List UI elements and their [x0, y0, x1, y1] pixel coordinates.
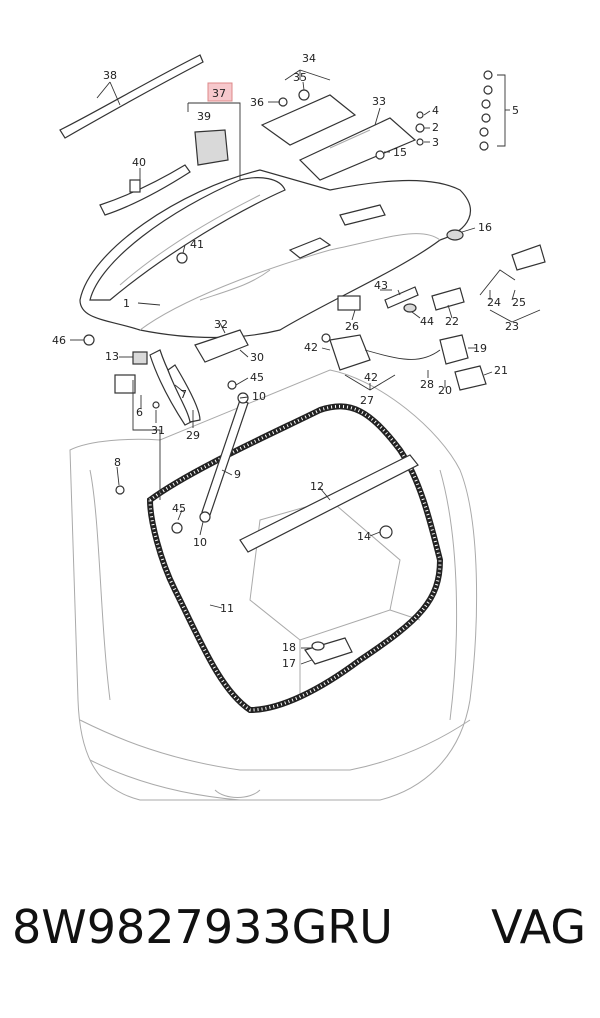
roof-strip	[59, 54, 204, 139]
callout-3: 3	[432, 136, 439, 149]
callout-46: 46	[52, 334, 66, 347]
callout-42a: 42	[304, 341, 318, 354]
parts-bag	[194, 129, 229, 166]
callout-44: 44	[420, 315, 434, 328]
lock-mechanism	[329, 295, 487, 391]
callout-37: 37	[212, 87, 226, 100]
callout-42b: 42	[364, 371, 378, 384]
right-components	[384, 229, 546, 313]
callout-7: 7	[180, 388, 187, 401]
callout-8: 8	[114, 456, 121, 469]
footer: 8W9827933GRU VAG	[0, 900, 600, 980]
callout-43: 43	[374, 279, 388, 292]
callout-29: 29	[186, 429, 200, 442]
callout-36: 36	[250, 96, 264, 109]
hinge-assembly	[114, 329, 249, 426]
callout-23: 23	[505, 320, 519, 333]
callout-45a: 45	[250, 371, 264, 384]
fasteners	[83, 89, 425, 665]
callout-30: 30	[250, 351, 264, 364]
tailgate-opening-seal	[146, 403, 444, 714]
callout-33: 33	[372, 95, 386, 108]
callout-27: 27	[360, 394, 374, 407]
callout-21: 21	[494, 364, 508, 377]
callout-2: 2	[432, 121, 439, 134]
callout-24: 24	[487, 296, 501, 309]
callout-16: 16	[478, 221, 492, 234]
callout-25: 25	[512, 296, 526, 309]
callout-32: 32	[214, 318, 228, 331]
callout-38: 38	[103, 69, 117, 82]
trim-piece	[99, 164, 191, 216]
callout-6: 6	[136, 406, 143, 419]
callout-13: 13	[105, 350, 119, 363]
callout-1: 1	[123, 297, 130, 310]
exploded-parts-diagram: 38 37 39 34 35 36 33 4 2 3 5 15 40 16 41…	[52, 52, 546, 801]
callout-15: 15	[393, 146, 407, 159]
callout-17: 17	[282, 657, 296, 670]
callout-14: 14	[357, 530, 371, 543]
callout-19: 19	[473, 342, 487, 355]
callout-31: 31	[151, 424, 165, 437]
leader-lines	[70, 69, 541, 665]
callout-35: 35	[293, 71, 307, 84]
gas-strut	[199, 392, 249, 523]
highlighted-callout-box	[207, 82, 233, 102]
callout-45b: 45	[172, 502, 186, 515]
part-number: 8W9827933GRU	[12, 900, 393, 954]
callout-28: 28	[420, 378, 434, 391]
callout-5: 5	[512, 104, 519, 117]
rail	[239, 454, 419, 553]
callout-18: 18	[282, 641, 296, 654]
callout-4: 4	[432, 104, 439, 117]
callout-11: 11	[220, 602, 234, 615]
callout-41: 41	[190, 238, 204, 251]
callout-26: 26	[345, 320, 359, 333]
callout-40: 40	[132, 156, 146, 169]
callout-20: 20	[438, 384, 452, 397]
brand-label: VAG	[491, 900, 586, 954]
callout-39: 39	[197, 110, 211, 123]
plate-holder	[260, 94, 417, 181]
callout-12: 12	[310, 480, 324, 493]
tail-light	[89, 177, 286, 301]
callout-labels: 38 37 39 34 35 36 33 4 2 3 5 15 40 16 41…	[52, 52, 526, 670]
callout-9: 9	[234, 468, 241, 481]
callout-10a: 10	[252, 390, 266, 403]
clip-set	[479, 70, 510, 151]
callout-34: 34	[302, 52, 316, 65]
callout-22: 22	[445, 315, 459, 328]
callout-10b: 10	[193, 536, 207, 549]
